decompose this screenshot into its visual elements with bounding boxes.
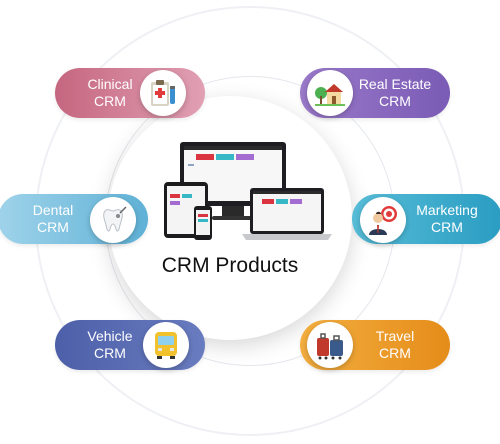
dental-badge	[90, 197, 136, 243]
marketing-badge	[360, 197, 406, 243]
item-vehicle-line1: Vehicle	[87, 328, 133, 344]
luggage-icon	[317, 333, 343, 360]
clipboard-medicine-icon	[151, 80, 175, 106]
travel-badge	[307, 322, 353, 368]
item-real-estate-line2: CRM	[379, 93, 411, 109]
target-businessman-icon	[369, 206, 397, 235]
item-travel-line1: Travel	[375, 328, 415, 344]
item-clinical-line2: CRM	[94, 93, 126, 109]
item-marketing-line1: Marketing	[416, 202, 478, 218]
tooth-icon	[103, 206, 127, 232]
bus-icon	[155, 332, 177, 359]
item-dental-line2: CRM	[37, 219, 69, 235]
real-estate-badge	[307, 70, 353, 116]
item-marketing-line2: CRM	[431, 219, 463, 235]
devices-illustration	[164, 142, 332, 240]
item-clinical-pill: Clinical CRM	[55, 68, 205, 118]
house-icon	[315, 84, 345, 106]
item-clinical-line1: Clinical	[87, 76, 133, 92]
center-title: CRM Products	[161, 254, 299, 277]
vehicle-badge	[143, 322, 189, 368]
clinical-badge	[140, 70, 186, 116]
item-travel-line2: CRM	[379, 345, 411, 361]
item-real-estate-line1: Real Estate	[358, 76, 432, 92]
item-dental-line1: Dental	[32, 202, 74, 218]
item-vehicle-line2: CRM	[94, 345, 126, 361]
